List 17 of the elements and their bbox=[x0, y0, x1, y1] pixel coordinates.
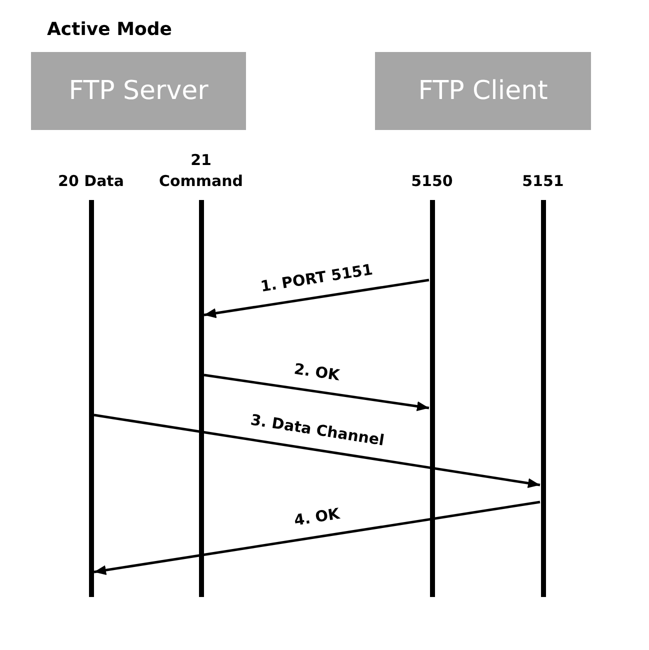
port-label: 5150 bbox=[411, 171, 453, 192]
participant-name: FTP Client bbox=[418, 76, 548, 106]
participant-box bbox=[375, 52, 591, 130]
participant-name: FTP Server bbox=[68, 76, 208, 106]
arrow bbox=[94, 500, 540, 576]
arrow bbox=[204, 278, 430, 318]
arrow bbox=[94, 414, 540, 488]
arrow bbox=[204, 374, 430, 412]
edge-label: 2. OK bbox=[292, 359, 340, 384]
edge-label: 4. OK bbox=[292, 504, 341, 530]
port-label: 20 Data bbox=[58, 171, 124, 192]
edge-label: 1. PORT 5151 bbox=[259, 260, 374, 296]
diagram-title: Active Mode bbox=[47, 19, 172, 40]
edge-label: 3. Data Channel bbox=[248, 410, 386, 450]
participant-box bbox=[31, 52, 246, 130]
port-label: 21 Command bbox=[158, 150, 244, 192]
port-label: 5151 bbox=[522, 171, 564, 192]
